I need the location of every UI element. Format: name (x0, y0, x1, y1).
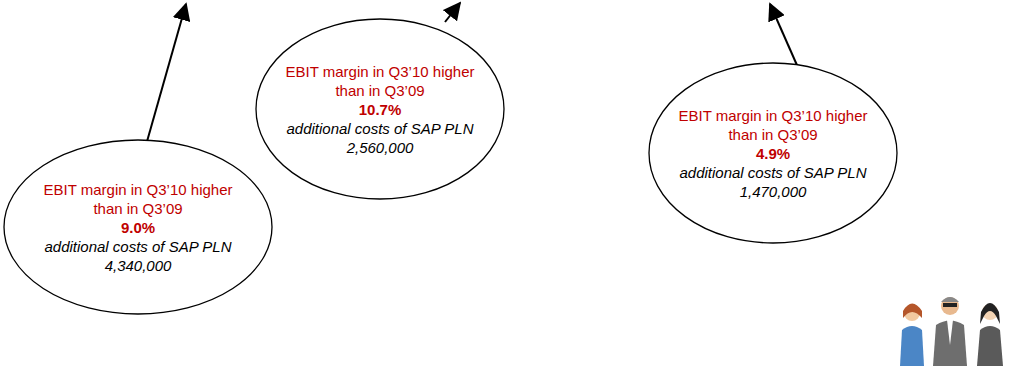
percentage-value: 9.0% (121, 218, 155, 237)
percentage-value: 10.7% (359, 100, 402, 119)
leader-arrow (445, 3, 460, 22)
percentage-value: 4.9% (756, 144, 790, 163)
ellipse-callout: EBIT margin in Q3’10 higher than in Q3’0… (648, 62, 898, 244)
callout-heading: EBIT margin in Q3’10 higher than in Q3’0… (285, 62, 475, 100)
ellipse-callout: EBIT margin in Q3’10 higher than in Q3’0… (3, 139, 273, 315)
leader-arrow (770, 4, 800, 72)
cost-note: additional costs of SAP PLN 1,470,000 (678, 163, 868, 201)
cost-note: additional costs of SAP PLN 4,340,000 (38, 237, 238, 275)
callout-heading: EBIT margin in Q3’10 higher than in Q3’0… (38, 180, 238, 218)
people-figure (900, 297, 1003, 366)
callout-heading: EBIT margin in Q3’10 higher than in Q3’0… (678, 106, 868, 144)
leader-arrow (146, 4, 186, 145)
ellipse-callout: EBIT margin in Q3’10 higher than in Q3’0… (255, 18, 505, 200)
cost-note: additional costs of SAP PLN 2,560,000 (285, 119, 475, 157)
